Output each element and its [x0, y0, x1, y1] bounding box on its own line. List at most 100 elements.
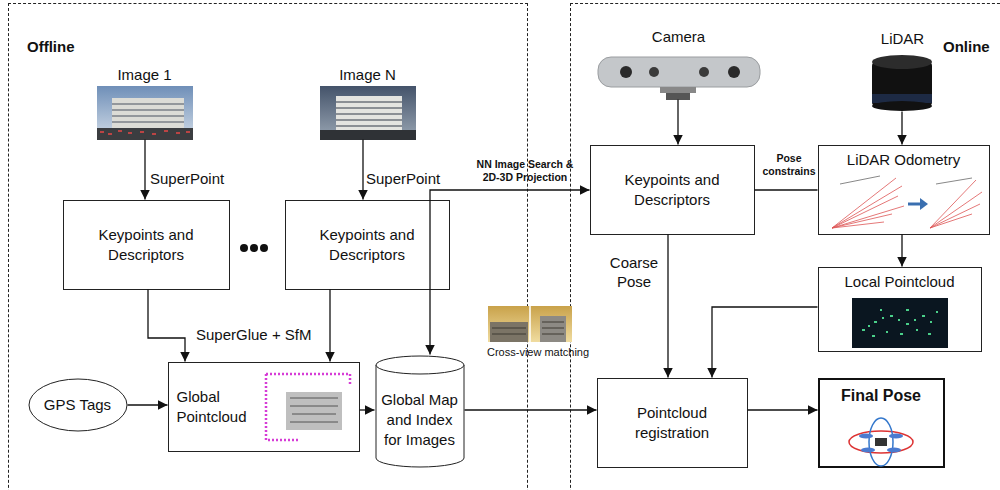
- image-caption: Image 1: [92, 66, 198, 84]
- text-wrap: Camera: [598, 28, 760, 46]
- camera-mount: [666, 93, 690, 100]
- box-label: Local Pointcloud: [819, 272, 981, 292]
- region-heading: Offline: [27, 38, 75, 55]
- building-photo: [97, 86, 193, 140]
- ellipsis-dot: [250, 244, 258, 252]
- process-box: LiDAR Odometry: [818, 145, 990, 235]
- ellipsis-dots: [240, 244, 268, 252]
- map-background: [258, 367, 356, 447]
- connector-arrow: [128, 404, 168, 405]
- photo-ground: [320, 130, 416, 140]
- box-label: Global Pointcloud: [177, 387, 261, 427]
- edge-label: SuperPoint: [150, 170, 240, 189]
- sensor-device: LiDAR: [868, 30, 938, 112]
- odometry-scan-image: [832, 176, 982, 228]
- pointcloud-box: Global Pointcloud: [168, 362, 360, 452]
- drone-pose-icon: [849, 418, 913, 466]
- orbit-ring: [869, 418, 893, 466]
- connector-arrow: [712, 307, 818, 378]
- view-left: [488, 306, 530, 342]
- pointcloud-points: [862, 310, 938, 336]
- map-points: [286, 392, 342, 430]
- pointcloud-background: [852, 298, 948, 348]
- drone-propeller: [889, 434, 903, 439]
- connector-arrow: [677, 100, 678, 145]
- text-wrap: LiDAR Odometry: [819, 150, 989, 170]
- device-label: LiDAR: [868, 30, 938, 48]
- process-box: Keypoints and Descriptors: [63, 200, 230, 290]
- region-heading: Online: [943, 38, 990, 55]
- text-wrap: GPS Tags: [28, 378, 128, 432]
- process-box: Pointcloud registration: [597, 378, 748, 468]
- connector-arrow: [748, 409, 818, 410]
- text-wrap: Final Pose: [820, 387, 943, 405]
- output-label: Final Pose: [820, 387, 943, 405]
- photo-windows: [112, 104, 184, 122]
- image-caption: Image N: [313, 66, 423, 84]
- input-ellipse: GPS Tags: [28, 378, 128, 432]
- lidar-body: [872, 62, 932, 106]
- photo-motorcycles: [100, 131, 190, 134]
- edge-label: NN Image Search & 2D-3D Projection: [470, 158, 580, 184]
- connector-arrow: [430, 190, 590, 355]
- output-box: Final Pose: [818, 378, 945, 468]
- database-label: Global Map and Index for Images: [378, 390, 462, 450]
- cross-view-image: [488, 306, 572, 342]
- camera-lens: [728, 66, 740, 78]
- view-divider: [529, 306, 531, 342]
- photo-ground: [97, 128, 193, 140]
- camera-body: [598, 57, 760, 87]
- process-box: Keypoints and Descriptors: [590, 145, 755, 235]
- orbit-ring: [849, 431, 913, 453]
- box-label: Pointcloud registration: [612, 403, 732, 443]
- camera-mount: [660, 87, 696, 93]
- text-wrap: Global Pointcloud: [177, 363, 261, 451]
- edge-label: SuperGlue + SfM: [196, 326, 336, 345]
- connector-arrow: [667, 235, 668, 378]
- connector-arrow: [144, 140, 145, 200]
- connector-arrow: [362, 140, 363, 200]
- text-wrap: Keypoints and Descriptors: [64, 201, 229, 289]
- lidar-device: [872, 55, 932, 111]
- box-label: Keypoints and Descriptors: [81, 225, 211, 265]
- pointcloud-map-image: [258, 367, 356, 447]
- edge-label: SuperPoint: [366, 170, 456, 189]
- ellipsis-dot: [260, 244, 268, 252]
- text-wrap: Global Map and Index for Images: [375, 373, 465, 468]
- local-pointcloud-image: [852, 298, 948, 348]
- connector-arrow: [465, 409, 597, 410]
- box-label: LiDAR Odometry: [819, 150, 989, 170]
- text-wrap: Image 1: [92, 66, 198, 84]
- text-wrap: Local Pointcloud: [819, 272, 981, 292]
- connector-arrow: [755, 189, 818, 190]
- motion-arrow-head: [920, 198, 928, 210]
- view-windows: [492, 322, 564, 334]
- camera-lens: [699, 67, 709, 77]
- text-wrap: Online: [943, 38, 990, 55]
- camera-device: [598, 57, 760, 100]
- cylinder-body: [376, 365, 464, 467]
- connector-arrow: [360, 409, 375, 410]
- building-photo: [320, 86, 416, 140]
- offline-region: Image 1Image NKeypoints and DescriptorsK…: [8, 3, 528, 490]
- photo-windows: [336, 102, 402, 126]
- device-label: Camera: [598, 28, 760, 46]
- connector-arrow: [901, 235, 902, 267]
- text-wrap: LiDAR: [868, 30, 938, 48]
- photo-building: [336, 96, 402, 130]
- drone-propeller: [887, 448, 901, 453]
- text-wrap: Pointcloud registration: [598, 379, 747, 467]
- box-label: Keypoints and Descriptors: [607, 170, 737, 210]
- database-cylinder: Global Map and Index for Images: [375, 355, 465, 468]
- view-building: [540, 316, 566, 342]
- drone-body: [875, 438, 887, 446]
- drone-propeller: [859, 434, 873, 439]
- photo-building: [112, 98, 184, 130]
- motion-arrow: [908, 203, 920, 206]
- ellipse-label: GPS Tags: [44, 395, 111, 415]
- scan-rays: [930, 180, 982, 228]
